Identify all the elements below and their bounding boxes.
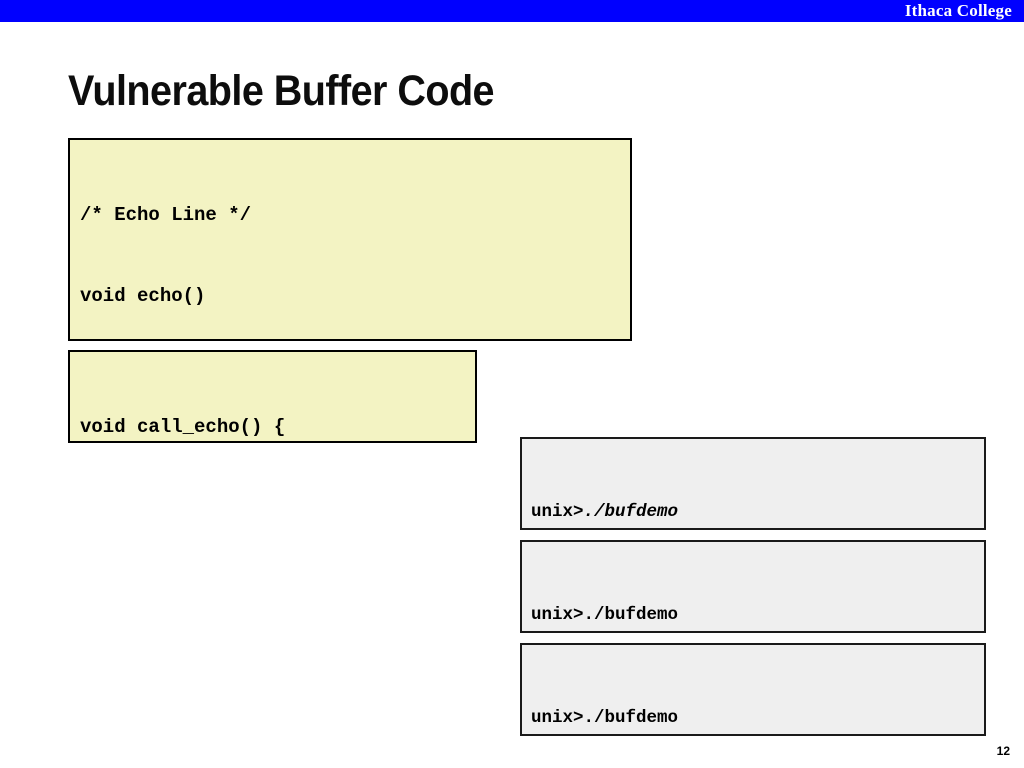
code-block-echo: /* Echo Line */ void echo() { char buf[4… [68, 138, 632, 341]
terminal-prompt: unix> [531, 502, 584, 522]
institution-name: Ithaca College [904, 1, 1012, 20]
terminal-line: unix>./bufdemo [531, 705, 984, 732]
page-title: Vulnerable Buffer Code [68, 67, 495, 115]
terminal-output-run-2: unix>./bufdemo Type a string:12345678 Se… [520, 540, 986, 633]
terminal-line: unix>./bufdemo [531, 602, 984, 629]
header-banner: Ithaca College [0, 0, 1024, 22]
slide-number: 12 [996, 744, 1010, 758]
terminal-prompt: unix>./bufdemo [531, 605, 679, 625]
code-line: /* Echo Line */ [80, 204, 252, 226]
code-line: void echo() [80, 285, 206, 307]
terminal-line: unix>./bufdemo [531, 499, 984, 526]
terminal-command: ./bufdemo [583, 502, 679, 522]
terminal-output-run-3: unix>./bufdemo Type a string:123456789AB… [520, 643, 986, 736]
code-line: void call_echo() { [80, 416, 286, 438]
terminal-output-run-1: unix>./bufdemo Type a string:1234567 123… [520, 437, 986, 530]
code-block-call-echo: void call_echo() { echo(); } [68, 350, 477, 443]
terminal-prompt: unix>./bufdemo [531, 708, 679, 728]
